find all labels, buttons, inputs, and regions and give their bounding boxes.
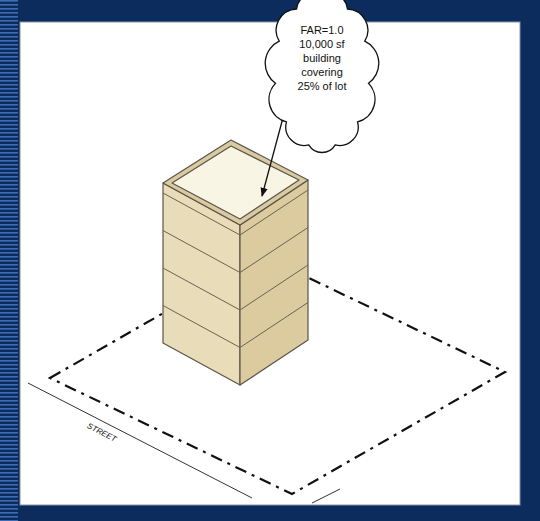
building: [163, 140, 308, 385]
street-line: [28, 383, 252, 498]
callout-text: FAR=1.010,000 sf building covering 25% o…: [292, 23, 352, 93]
callout-arrow: [262, 114, 284, 196]
callout-body: 10,000 sf building covering 25% of lot: [292, 37, 352, 93]
callout-heading: FAR=1.0: [292, 23, 352, 37]
street-line: [312, 489, 340, 503]
roof-rim: [163, 140, 308, 225]
striped-border: [0, 0, 18, 521]
street-label: STREET: [86, 421, 118, 443]
callout-cloud: FAR=1.010,000 sf building covering 25% o…: [268, 0, 376, 155]
cloud-outline: [265, 0, 379, 152]
